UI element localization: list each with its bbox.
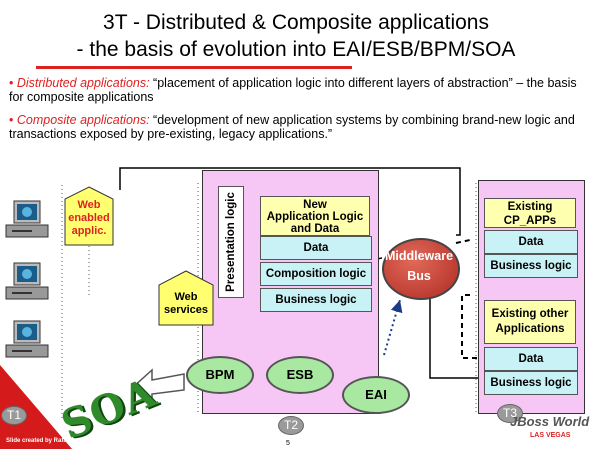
new-app-rest: Application Logic and Data — [266, 211, 364, 235]
computer-icon — [4, 200, 50, 240]
footer-credit: Slide created by Rafal Grabski — [6, 438, 93, 444]
jboss-world-logo: JBoss World — [510, 414, 590, 429]
page-number: 5 — [286, 440, 290, 447]
new-app-first: New — [303, 199, 327, 211]
presentation-logic-label: Presentation logic — [225, 192, 237, 292]
bullet-term: Composite applications: — [16, 113, 150, 127]
bpm-oval: BPM — [186, 356, 254, 394]
middleware-label-1: Middleware — [384, 249, 454, 263]
web-enabled-shape — [64, 186, 114, 246]
bullet-text: “development of new application systems … — [9, 113, 575, 141]
eai-oval: EAI — [342, 376, 410, 414]
tier-label-t3: T3 — [497, 404, 523, 423]
existing-cp-business-logic: Business logic — [484, 254, 578, 278]
middleware-bus — [382, 238, 460, 300]
data-box: Data — [260, 236, 372, 260]
new-application-box: New Application Logic and Data — [260, 196, 370, 236]
slide-title-line2: - the basis of evolution into EAI/ESB/BP… — [76, 38, 516, 61]
arrow-left-icon — [130, 368, 185, 400]
existing-cp-data: Data — [484, 230, 578, 254]
tier-label-t1: T1 — [1, 406, 27, 425]
existing-other-data: Data — [484, 347, 578, 371]
web-services-shape — [158, 270, 214, 326]
existing-other-business-logic: Business logic — [484, 371, 578, 395]
bullet-term: Distributed applications: — [16, 76, 150, 90]
bullet-text: “placement of application logic into dif… — [9, 76, 577, 104]
web-services-label: Web services — [163, 291, 209, 316]
computer-icon — [4, 320, 50, 360]
business-logic-box: Business logic — [260, 288, 372, 312]
tier-label-t2: T2 — [278, 416, 304, 435]
existing-other-box: Existing other Applications — [484, 300, 576, 344]
presentation-logic-box: Presentation logic — [218, 186, 244, 298]
bullet-composite: • Composite applications: “development o… — [9, 113, 575, 141]
existing-cp-box: Existing CP_APPs — [484, 198, 576, 228]
composition-logic-box: Composition logic — [260, 262, 372, 286]
bullet-distributed: • Distributed applications: “placement o… — [9, 76, 577, 104]
web-enabled-label: Web enabled applic. — [68, 199, 110, 237]
computer-icon — [4, 262, 50, 302]
middleware-label-2: Bus — [407, 269, 431, 283]
slide-title-line1: 3T - Distributed & Composite application… — [103, 11, 489, 34]
esb-oval: ESB — [266, 356, 334, 394]
jboss-world-sub: LAS VEGAS — [530, 432, 571, 439]
title-underline — [36, 66, 352, 69]
